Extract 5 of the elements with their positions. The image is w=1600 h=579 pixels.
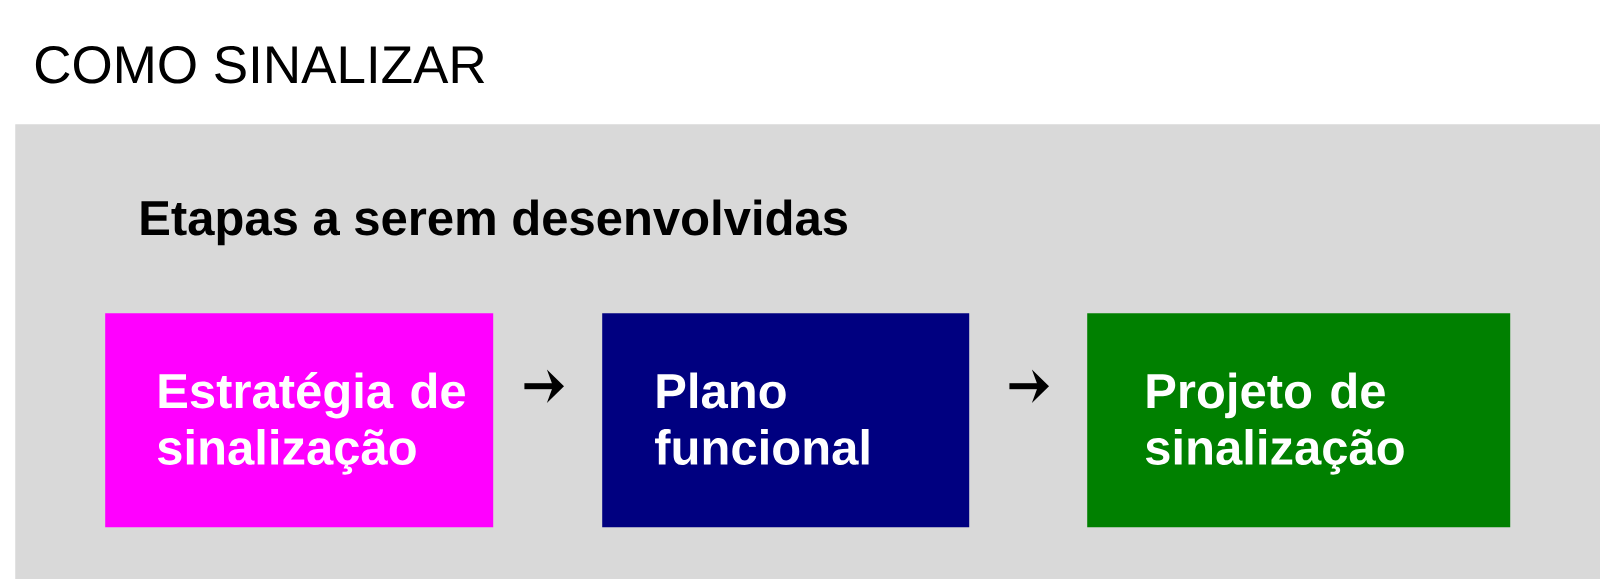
process-box: Projeto de sinalização (1087, 313, 1511, 528)
process-box: Plano funcional (602, 313, 970, 528)
heading: Etapas a serem desenvolvidas (141, 199, 847, 246)
process-box: Estratégia de sinalização (105, 313, 494, 528)
title: COMO SINALIZAR (35, 46, 485, 84)
